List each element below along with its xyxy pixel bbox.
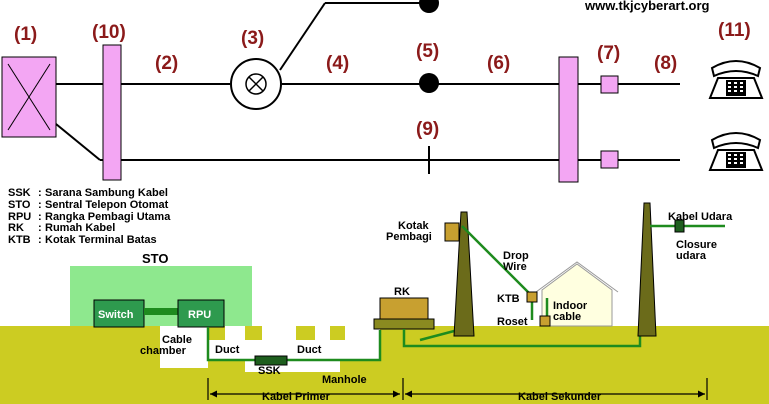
switch-label: Switch — [98, 309, 134, 321]
closure-udara-label-1: Closure — [676, 239, 717, 251]
cable-chamber — [160, 326, 208, 368]
telephone-icon — [708, 60, 764, 99]
label-4: (4) — [326, 53, 349, 74]
legend-abbr-rpu: RPU — [8, 211, 31, 223]
watermark: www.tkjcyberart.org — [584, 0, 710, 13]
legend-abbr-sto: STO — [8, 199, 31, 211]
sto-title: STO — [142, 251, 169, 266]
drop-wire-label-2: Wire — [503, 261, 527, 273]
component-5-dot — [419, 73, 439, 93]
rk-label: RK — [394, 286, 410, 298]
secondary-cable — [402, 329, 642, 348]
label-8: (8) — [654, 53, 677, 74]
legend-colon: : — [38, 234, 42, 246]
drop-wire-label-1: Drop — [503, 250, 529, 262]
legend-colon: : — [38, 222, 42, 234]
kabel-udara-label: Kabel Udara — [668, 211, 733, 223]
line-lower-diag — [55, 123, 101, 161]
component-3-joint — [230, 58, 282, 110]
kabel-sekunder-label: Kabel Sekunder — [518, 391, 602, 403]
indoor-cable-label-2: cable — [553, 311, 581, 323]
ssk-label: SSK — [258, 365, 281, 377]
telephone-icon — [708, 132, 764, 171]
legend-desc-rk: Rumah Kabel — [45, 222, 115, 234]
ssk-joint — [254, 355, 288, 366]
pole-right — [637, 202, 657, 337]
rk-base — [373, 318, 435, 330]
ktb-box — [526, 291, 538, 303]
label-3: (3) — [241, 28, 264, 49]
pole-left — [453, 211, 475, 337]
kotak-pembagi-label-1: Kotak — [398, 220, 429, 232]
closure-udara — [674, 219, 685, 233]
label-5: (5) — [416, 41, 439, 62]
kotak-pembagi-label-2: Pembagi — [386, 231, 432, 243]
indoor-cable-label-1: Indoor — [553, 300, 588, 312]
duct-tunnel — [208, 340, 380, 372]
ktb-label: KTB — [497, 293, 520, 305]
label-1: (1) — [14, 24, 37, 45]
duct-shaft-left — [225, 326, 245, 340]
kabel-primer-label: Kabel Primer — [262, 391, 331, 403]
label-2: (2) — [155, 53, 178, 74]
closure-udara-label-2: udara — [676, 250, 707, 262]
legend-abbr-rk: RK — [8, 222, 24, 234]
duct-right-label: Duct — [297, 344, 322, 356]
kotak-pembagi-box — [444, 222, 460, 242]
roset-label: Roset — [497, 316, 528, 328]
legend-desc-rpu: Rangka Pembagi Utama — [45, 211, 171, 223]
manhole-label: Manhole — [322, 374, 367, 386]
legend-desc-ssk: Sarana Sambung Kabel — [45, 187, 168, 199]
rpu-label: RPU — [188, 309, 211, 321]
legend-colon: : — [38, 199, 42, 211]
label-6: (6) — [487, 53, 510, 74]
ground — [0, 326, 769, 404]
label-11: (11) — [718, 20, 751, 41]
component-1-exchange — [1, 56, 57, 138]
duct-shaft-far — [345, 326, 380, 340]
legend-abbr-ktb: KTB — [8, 234, 31, 246]
duct-left-label: Duct — [215, 344, 240, 356]
rpu-box — [177, 299, 225, 328]
roset-box — [539, 315, 551, 327]
label-9: (9) — [416, 119, 439, 140]
duct-shaft-mid — [262, 326, 296, 340]
duct-shaft-right — [315, 326, 330, 340]
label-7: (7) — [597, 43, 620, 64]
cable-chamber-label-2: chamber — [140, 345, 187, 357]
component-10-mdf — [102, 44, 122, 181]
cable-chamber-label-1: Cable — [162, 334, 192, 346]
label-10: (10) — [92, 22, 126, 43]
legend-colon: : — [38, 211, 42, 223]
line-branch — [279, 2, 326, 71]
legend-colon: : — [38, 187, 42, 199]
drop-wire — [461, 225, 533, 297]
legend: SSK : Sarana Sambung Kabel STO : Sentral… — [8, 187, 171, 246]
branch-dot — [419, 0, 439, 13]
house-roof — [535, 261, 619, 293]
switch-rpu-link — [144, 308, 178, 315]
component-7-box-lower — [600, 150, 619, 169]
secondary-cable-branch — [419, 328, 459, 342]
legend-desc-sto: Sentral Telepon Otomat — [45, 199, 169, 211]
component-7-box-upper — [600, 75, 619, 94]
rk-box — [379, 297, 429, 321]
component-6-distribution-bar — [558, 56, 579, 183]
legend-desc-ktb: Kotak Terminal Batas — [45, 234, 157, 246]
primary-cable — [206, 327, 382, 362]
legend-abbr-ssk: SSK — [8, 187, 31, 199]
